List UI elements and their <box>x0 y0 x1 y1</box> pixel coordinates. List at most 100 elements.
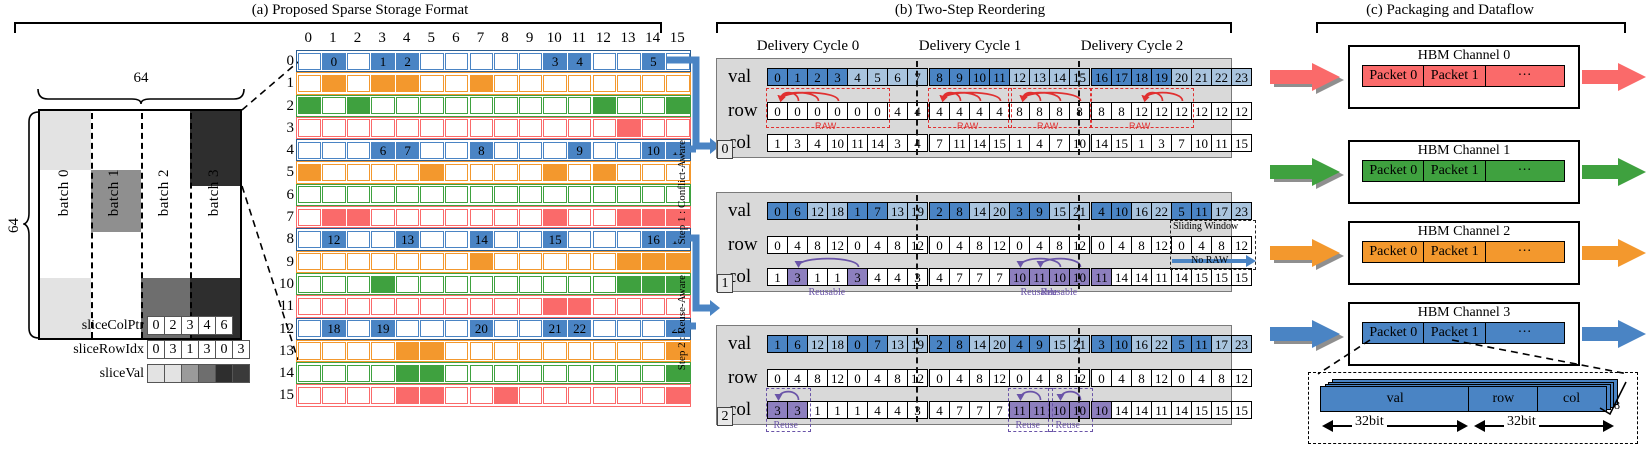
matrix-cell <box>445 141 469 159</box>
packet-cell[interactable]: Packet 0 <box>1361 241 1425 263</box>
row-cell: 8 <box>887 236 908 254</box>
stage-row-label-col: col <box>728 399 752 420</box>
matrix-col-header: 0 <box>304 30 313 46</box>
col-cell: 11 <box>949 134 970 152</box>
matrix-cell <box>445 297 469 315</box>
array-cell: 1 <box>181 340 199 359</box>
packet-cell[interactable]: Packet 0 <box>1361 65 1425 87</box>
matrix-cell <box>666 119 690 137</box>
matrix-cell <box>322 164 346 182</box>
packet-field-val: val <box>1320 386 1471 412</box>
row-cell: 8 <box>1049 236 1070 254</box>
row-cell: 12 <box>827 369 848 387</box>
col-cell: 14 <box>1171 401 1192 419</box>
matrix-col-header: 11 <box>571 30 587 46</box>
val-cell: 6 <box>787 335 808 353</box>
col-cell: 11 <box>1211 134 1232 152</box>
matrix-row <box>296 72 692 95</box>
row-cell: 4 <box>949 236 970 254</box>
delivery-cycle-label: Delivery Cycle 0 <box>756 38 860 54</box>
matrix-cell <box>518 320 543 338</box>
matrix-cell <box>518 230 543 249</box>
col-cell: 10 <box>1049 268 1070 286</box>
stage-index-badge: 1 <box>717 274 733 293</box>
col-cell: 15 <box>1231 401 1252 419</box>
packet-field-row: row <box>1468 386 1539 412</box>
matrix-cell <box>371 253 395 271</box>
matrix-col-header: 5 <box>427 30 436 46</box>
matrix-cell <box>494 164 518 182</box>
matrix-cell: 5 <box>641 52 666 70</box>
val-cell: 17 <box>1211 202 1232 220</box>
matrix-cell <box>592 275 616 293</box>
matrix-cell: 10 <box>641 141 666 159</box>
val-cell: 0 <box>847 335 868 353</box>
row-cell: 12 <box>827 236 848 254</box>
reuse-label: Reuse <box>1015 420 1040 431</box>
hbm-channel-title: HBM Channel 1 <box>1417 143 1511 158</box>
matrix-cell <box>395 208 420 226</box>
packet-cell[interactable]: ··· <box>1484 241 1565 263</box>
cycle-separator <box>916 61 918 155</box>
raw-arrow-group <box>777 91 840 102</box>
matrix-cell <box>592 320 616 338</box>
matrix-cell <box>617 97 641 115</box>
matrix-cell <box>469 208 494 226</box>
matrix-cell <box>518 208 543 226</box>
raw-label: RAW <box>957 121 979 131</box>
matrix-row <box>296 250 692 273</box>
val-cell: 13 <box>887 335 908 353</box>
row-cell: 8 <box>807 369 828 387</box>
matrix-col-header: 2 <box>353 30 362 46</box>
row-cell: 4 <box>787 369 808 387</box>
matrix-cell <box>420 297 444 315</box>
val-cell: 17 <box>1211 335 1232 353</box>
row-cell: 0 <box>767 236 788 254</box>
matrix-cell <box>395 275 420 293</box>
matrix-cell <box>543 275 567 293</box>
matrix-cell <box>592 230 616 249</box>
matrix-cell <box>420 342 444 360</box>
col-cell: 15 <box>1211 268 1232 286</box>
matrix-row <box>296 161 692 184</box>
batch-cell-0-3 <box>190 111 240 186</box>
packet-cell[interactable]: Packet 1 <box>1423 241 1487 263</box>
matrix-col-header: 9 <box>525 30 534 46</box>
channel-input-arrow <box>1270 63 1344 94</box>
matrix-cell <box>297 52 321 70</box>
packet-cell[interactable]: Packet 1 <box>1423 65 1487 87</box>
val-cell: 8 <box>949 202 970 220</box>
packet-cell[interactable]: ··· <box>1484 65 1565 87</box>
col-cell: 11 <box>847 134 868 152</box>
array-cell: 2 <box>164 316 182 335</box>
matrix-cell <box>395 342 420 360</box>
matrix-cell <box>641 364 666 382</box>
matrix-row <box>296 362 692 385</box>
row-cell: 12 <box>1211 102 1232 120</box>
packet-cell[interactable]: Packet 0 <box>1361 160 1425 182</box>
col-cell: 14 <box>1111 268 1132 286</box>
matrix-col-header: 1 <box>329 30 337 46</box>
matrix-cell: 0 <box>322 52 346 70</box>
cycle-separator <box>1078 61 1080 155</box>
packet-cell[interactable]: ··· <box>1484 160 1565 182</box>
packet-cell[interactable]: Packet 1 <box>1423 322 1487 344</box>
packet-cell[interactable]: ··· <box>1484 322 1565 344</box>
matrix-cell <box>592 119 616 137</box>
col-cell: 15 <box>1191 268 1212 286</box>
batch-matrix-block: batch 0 batch 1 batch 2 batch 3 <box>38 109 242 340</box>
row-cell: 0 <box>929 236 950 254</box>
packet-cell[interactable]: Packet 1 <box>1423 160 1487 182</box>
matrix-cell <box>420 364 444 382</box>
col-cell: 11 <box>1151 268 1172 286</box>
col-cell: 4 <box>867 268 888 286</box>
